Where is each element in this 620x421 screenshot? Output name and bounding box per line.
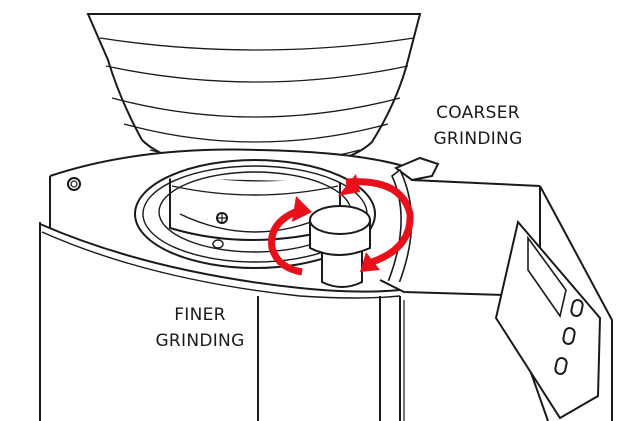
control-housing bbox=[379, 156, 613, 421]
hopper bbox=[86, 13, 422, 174]
coarser-grinding-label: COARSER GRINDING bbox=[418, 100, 538, 152]
finer-label-line-2: GRINDING bbox=[155, 331, 245, 351]
rotation-arrows-icon bbox=[268, 174, 414, 276]
grinder-body bbox=[39, 148, 541, 421]
adjustment-knob bbox=[309, 205, 371, 288]
adjustment-ring bbox=[134, 159, 376, 269]
coarser-label-line-1: COARSER bbox=[436, 103, 520, 123]
finer-label-line-1: FINER bbox=[174, 305, 226, 325]
coarser-label-line-2: GRINDING bbox=[433, 129, 523, 149]
finer-grinding-label: FINER GRINDING bbox=[140, 302, 260, 354]
